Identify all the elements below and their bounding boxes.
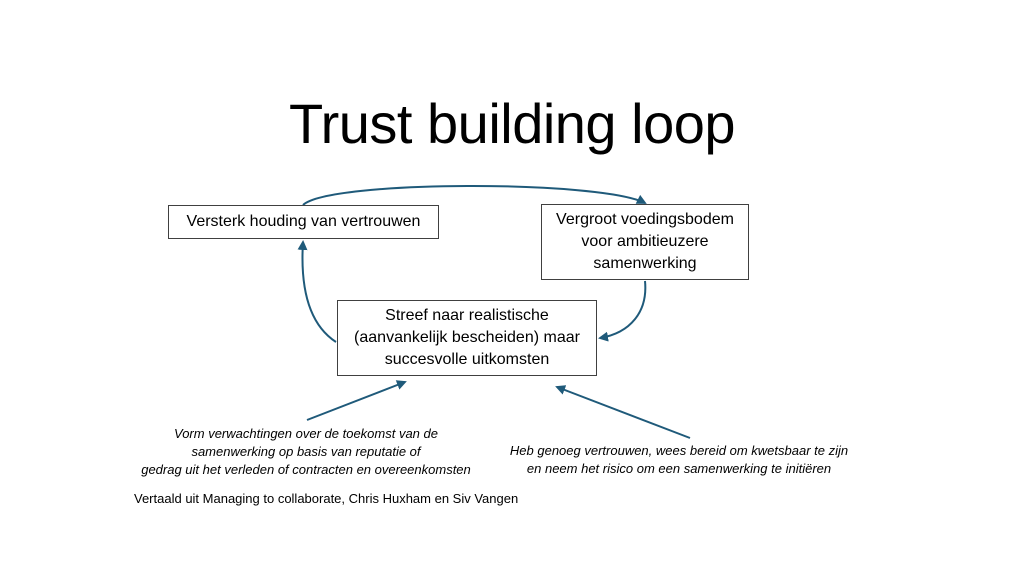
box-ambitious-collaboration-label: Vergroot voedingsbodem voor ambitieuzere… [556,211,734,272]
arrow-center-to-left [297,240,337,343]
arrow-left-to-right [302,185,647,206]
note-take-risk: Heb genoeg vertrouwen, wees bereid om kw… [509,443,849,476]
source-citation: Vertaald uit Managing to collaborate, Ch… [134,491,519,506]
box-realistic-outcomes-label: Streef naar realistische (aanvankelijk b… [354,307,580,368]
slide-title: Trust building loop [288,92,736,155]
note-expectations: Vorm verwachtingen over de toekomst van … [141,426,471,477]
box-strengthen-trust: Versterk houding van vertrouwen [168,205,439,239]
arrow-note-left-to-center [306,380,407,421]
box-ambitious-collaboration: Vergroot voedingsbodem voor ambitieuzere… [541,204,749,280]
arrow-right-to-center [598,280,647,342]
box-realistic-outcomes: Streef naar realistische (aanvankelijk b… [337,300,597,376]
arrow-note-right-to-center [555,385,691,439]
box-strengthen-trust-label: Versterk houding van vertrouwen [186,213,421,230]
